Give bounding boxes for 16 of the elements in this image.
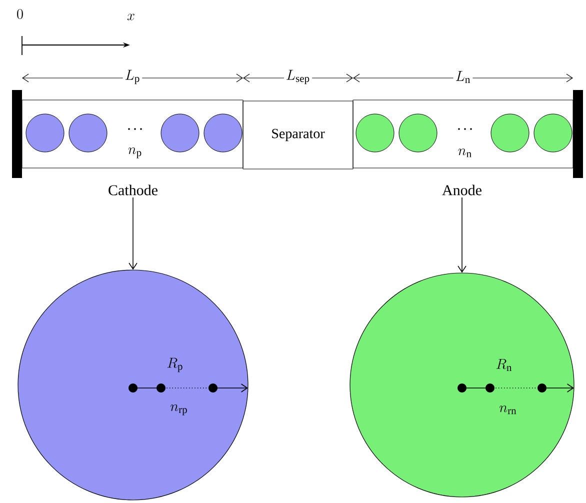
arrow [128,197,138,270]
arrow [458,197,466,273]
count-label: $n_\mathrm{n}$ [458,148,472,158]
separator-box: Separator [242,100,354,170]
count-label: $n_\mathrm{p}$ [128,148,142,158]
dimension-line: $L_\mathrm{p}$ [22,68,243,86]
radius-label: $R_\mathrm{n}$ [496,359,512,371]
grid-label: $n_\mathrm{rp}$ [170,404,187,416]
electrode-label: Anode [442,184,482,196]
dimension-line: $L_\mathrm{n}$ [353,69,573,85]
electrode-label: Cathode [108,184,158,196]
grid-label: $n_\mathrm{rn}$ [500,406,516,414]
axis-label: $x$ [127,14,134,20]
dimension-line: $L_\mathrm{sep}$ [243,68,353,86]
origin-label: $0$ [17,9,23,19]
radius-label: $R_\mathrm{p}$ [167,358,182,372]
